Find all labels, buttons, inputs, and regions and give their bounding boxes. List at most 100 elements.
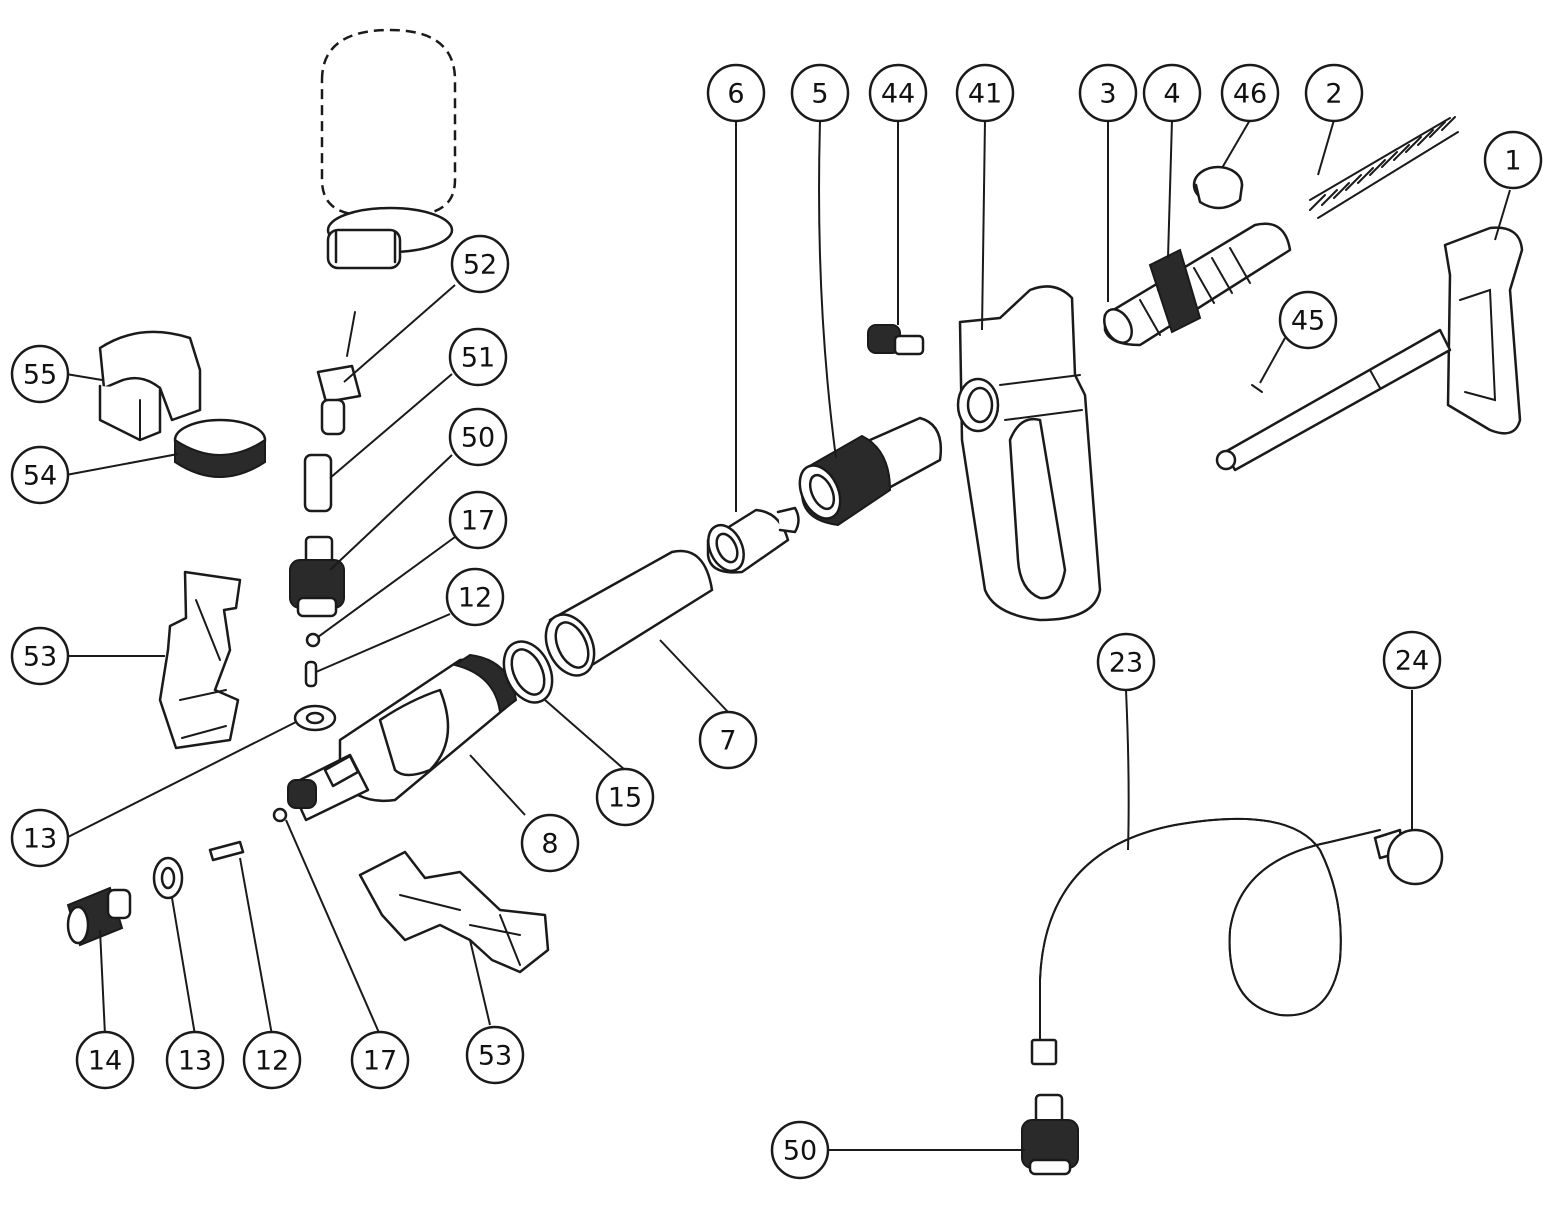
part-7-sleeve xyxy=(544,549,714,677)
callout-51: 51 xyxy=(448,327,508,387)
callout-circle xyxy=(1278,290,1338,350)
part-12-pin-lower xyxy=(208,840,245,862)
callout-circle xyxy=(1304,63,1364,123)
callout-label: 17 xyxy=(461,506,495,537)
part-8-body xyxy=(287,653,518,822)
callout-label: 13 xyxy=(23,824,57,855)
callout-5: 5 xyxy=(790,63,850,123)
callout-24: 24 xyxy=(1382,630,1442,690)
callout-circle xyxy=(448,407,508,467)
callout-1: 1 xyxy=(1483,130,1543,190)
part-13-washer-lower xyxy=(152,856,184,900)
part-44-screw xyxy=(867,324,925,356)
callout-55: 55 xyxy=(10,344,70,404)
part-1-plunger xyxy=(1215,226,1524,472)
callout-label: 17 xyxy=(363,1046,397,1077)
callout-label: 24 xyxy=(1395,646,1429,677)
callout-13b: 13 xyxy=(165,1030,225,1090)
part-17-ball-lower xyxy=(272,807,288,823)
callout-label: 14 xyxy=(88,1046,122,1077)
part-2-spring xyxy=(1309,116,1459,219)
callout-50b: 50 xyxy=(770,1120,830,1180)
part-45-pin xyxy=(1251,384,1263,393)
callout-6: 6 xyxy=(706,63,766,123)
callout-7: 7 xyxy=(698,710,758,770)
callout-circle xyxy=(520,813,580,873)
part-14-fitting xyxy=(66,886,132,947)
callout-label: 13 xyxy=(178,1046,212,1077)
callout-label: 7 xyxy=(719,726,736,757)
callout-12a: 12 xyxy=(445,567,505,627)
callout-label: 15 xyxy=(608,783,642,814)
callout-label: 50 xyxy=(783,1136,817,1167)
callout-label: 12 xyxy=(255,1046,289,1077)
callout-circle xyxy=(445,567,505,627)
callout-label: 2 xyxy=(1325,79,1342,110)
part-51-tube xyxy=(303,453,333,513)
callout-label: 53 xyxy=(478,1041,512,1072)
callout-circle xyxy=(75,1030,135,1090)
callout-label: 53 xyxy=(23,642,57,673)
callout-label: 5 xyxy=(811,79,828,110)
callout-17a: 17 xyxy=(448,490,508,550)
callout-circle xyxy=(10,445,70,505)
callout-circle xyxy=(1483,130,1543,190)
part-23-hose xyxy=(1030,817,1381,1066)
part-13-washer-upper xyxy=(293,704,337,732)
part-50-fitting-upper xyxy=(289,535,345,618)
callout-label: 54 xyxy=(23,461,57,492)
callout-label: 45 xyxy=(1291,306,1325,337)
callout-circle xyxy=(706,63,766,123)
callout-17b: 17 xyxy=(350,1030,410,1090)
callout-label: 51 xyxy=(461,343,495,374)
callout-label: 8 xyxy=(541,829,558,860)
callout-circle xyxy=(1382,630,1442,690)
callout-circle xyxy=(1096,632,1156,692)
callout-label: 50 xyxy=(461,423,495,454)
callout-label: 1 xyxy=(1504,146,1521,177)
callout-circle xyxy=(350,1030,410,1090)
callout-circle xyxy=(698,710,758,770)
callout-label: 44 xyxy=(881,79,915,110)
callout-44: 44 xyxy=(868,63,928,123)
callout-label: 55 xyxy=(23,360,57,391)
callout-circle xyxy=(448,327,508,387)
callout-circle xyxy=(450,234,510,294)
part-5-nut xyxy=(798,416,943,527)
part-52-pickup xyxy=(316,311,362,436)
callout-circle xyxy=(1142,63,1202,123)
callout-54: 54 xyxy=(10,445,70,505)
callout-circle xyxy=(165,1030,225,1090)
part-3-4-piston xyxy=(1103,222,1292,347)
callout-circle xyxy=(595,767,655,827)
callout-circle xyxy=(955,63,1015,123)
part-50-fitting-lower xyxy=(1021,1093,1079,1176)
callout-circle xyxy=(868,63,928,123)
callout-circle xyxy=(1220,63,1280,123)
part-17-ball-upper xyxy=(305,632,321,648)
callout-8: 8 xyxy=(520,813,580,873)
callout-label: 12 xyxy=(458,583,492,614)
callout-46: 46 xyxy=(1220,63,1280,123)
callout-50a: 50 xyxy=(448,407,508,467)
callout-label: 6 xyxy=(727,79,744,110)
callout-3: 3 xyxy=(1078,63,1138,123)
callout-45: 45 xyxy=(1278,290,1338,350)
part-41-handle xyxy=(956,285,1102,622)
callout-label: 52 xyxy=(463,250,497,281)
callout-14: 14 xyxy=(75,1030,135,1090)
callout-15: 15 xyxy=(595,767,655,827)
callout-label: 4 xyxy=(1163,79,1180,110)
callout-circle xyxy=(770,1120,830,1180)
callout-53b: 53 xyxy=(465,1025,525,1085)
callout-13a: 13 xyxy=(10,808,70,868)
callout-4: 4 xyxy=(1142,63,1202,123)
callout-circle xyxy=(1078,63,1138,123)
callout-23: 23 xyxy=(1096,632,1156,692)
part-15-oring xyxy=(502,640,554,704)
callout-41: 41 xyxy=(955,63,1015,123)
part-55-clip xyxy=(98,330,202,442)
callout-circle xyxy=(465,1025,525,1085)
